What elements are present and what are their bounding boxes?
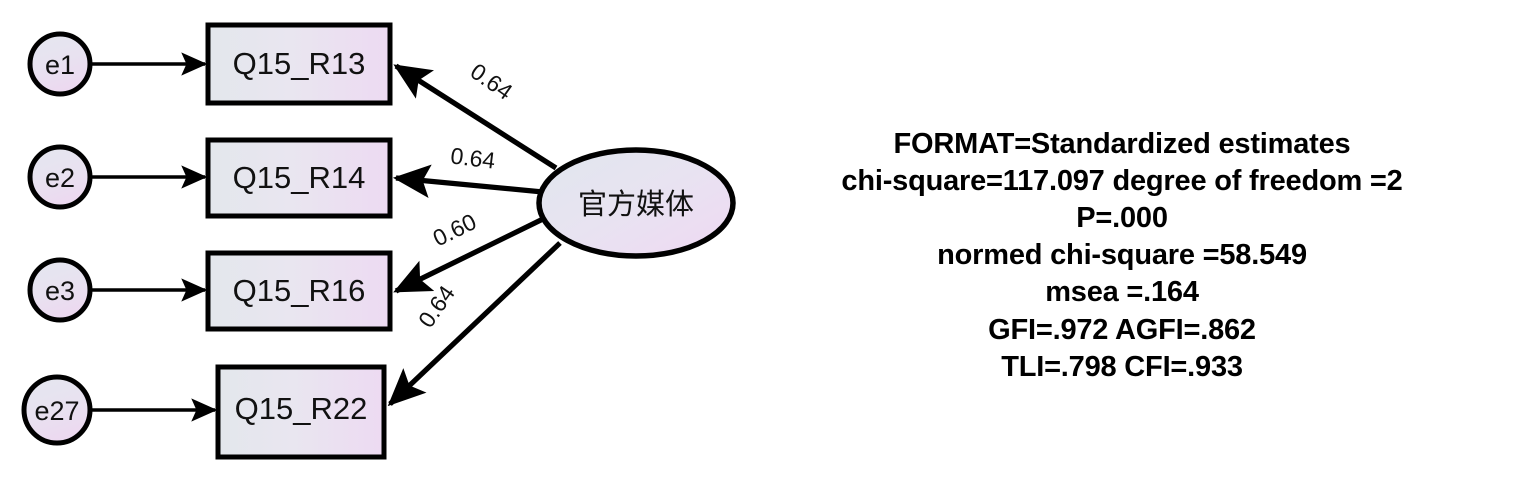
loading-label-q15r13: 0.64 bbox=[466, 58, 518, 105]
fit-stat-line-rmsea: msea =.164 bbox=[1045, 276, 1199, 309]
indicator-node-q15r22[interactable]: Q15_R22 bbox=[215, 364, 387, 460]
error-label-e2: e2 bbox=[45, 163, 75, 193]
latent-node-official-media[interactable]: 官方媒体 bbox=[536, 147, 736, 259]
fit-stat-line-format: FORMAT=Standardized estimates bbox=[893, 128, 1351, 160]
loading-label-q15r22: 0.64 bbox=[413, 280, 460, 332]
load-path-q15r16 bbox=[393, 215, 547, 294]
fit-statistics-block: FORMAT=Standardized estimates chi-square… bbox=[726, 126, 1518, 386]
fit-stat-line-tli-cfi: TLI=.798 CFI=.933 bbox=[1001, 350, 1243, 383]
loading-paths bbox=[387, 63, 562, 407]
indicator-label-q15r13: Q15_R13 bbox=[233, 46, 366, 81]
error-node-e3[interactable]: e3 bbox=[27, 257, 93, 323]
indicator-node-q15r14[interactable]: Q15_R14 bbox=[205, 137, 393, 219]
fit-stat-line-gfi-agfi: GFI=.972 AGFI=.862 bbox=[988, 313, 1256, 346]
error-node-e27[interactable]: e27 bbox=[21, 374, 93, 446]
load-path-q15r14 bbox=[392, 164, 544, 199]
fit-stat-line-normed-chisquare: normed chi-square =58.549 bbox=[937, 239, 1307, 272]
loading-labels: 0.64 0.64 0.60 0.64 bbox=[413, 58, 518, 332]
loading-label-q15r14: 0.64 bbox=[449, 142, 497, 173]
indicator-node-q15r16[interactable]: Q15_R16 bbox=[205, 250, 393, 332]
indicator-label-q15r22: Q15_R22 bbox=[235, 391, 368, 426]
fit-stat-line-chisquare-df: chi-square=117.097 degree of freedom =2 bbox=[841, 165, 1403, 198]
indicator-nodes: Q15_R13 Q15_R14 Q15_R16 Q15_R22 bbox=[205, 22, 393, 460]
error-label-e27: e27 bbox=[34, 396, 79, 426]
indicator-node-q15r13[interactable]: Q15_R13 bbox=[205, 22, 393, 106]
error-node-e1[interactable]: e1 bbox=[27, 31, 93, 97]
loading-label-q15r16: 0.60 bbox=[429, 208, 481, 251]
fit-stat-line-pvalue: P=.000 bbox=[1076, 202, 1168, 235]
error-nodes: e1 e2 e3 e27 bbox=[21, 31, 93, 446]
indicator-label-q15r16: Q15_R16 bbox=[233, 273, 366, 308]
load-path-q15r13 bbox=[393, 63, 558, 171]
error-label-e3: e3 bbox=[45, 276, 75, 306]
error-label-e1: e1 bbox=[45, 50, 75, 80]
error-node-e2[interactable]: e2 bbox=[27, 144, 93, 210]
load-path-q15r22 bbox=[387, 241, 562, 407]
indicator-label-q15r14: Q15_R14 bbox=[233, 160, 366, 195]
error-paths bbox=[91, 52, 218, 422]
latent-label-official-media: 官方媒体 bbox=[578, 188, 694, 221]
